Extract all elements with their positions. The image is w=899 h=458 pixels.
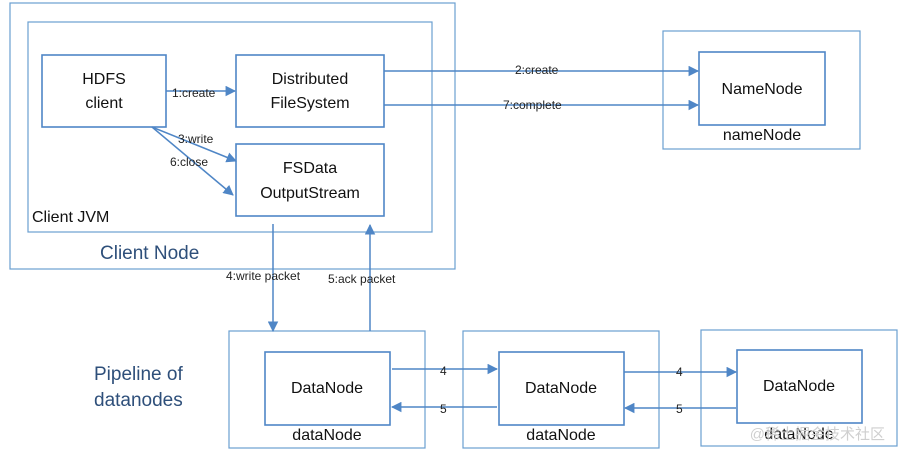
fsdata-outputstream-label-line1: FSData: [283, 160, 337, 177]
client-jvm-label: Client JVM: [32, 209, 109, 226]
datanode-box-3: [736, 349, 863, 424]
edge-pipe-ack-2-label: 5: [676, 402, 683, 416]
pipeline-title-line2: datanodes: [94, 390, 183, 411]
edge-write-packet-label: 4:write packet: [226, 269, 301, 283]
edge-complete-label: 7:complete: [503, 98, 562, 112]
edge-close: [151, 126, 234, 196]
datanode-host-label-3: dataNode: [764, 426, 833, 443]
datanode-host-label-1: dataNode: [292, 427, 361, 444]
datanode-host-label-2: dataNode: [526, 427, 595, 444]
distributed-filesystem-label-line1: Distributed: [272, 71, 348, 88]
edge-create-local-label: 1:create: [172, 86, 216, 100]
namenode-host-label: nameNode: [723, 127, 801, 144]
hdfs-client-box: [41, 54, 167, 128]
distributed-filesystem-label-line2: FileSystem: [270, 95, 349, 112]
edge-pipe-write-2-label: 4: [676, 365, 683, 379]
datanode-box-2: [498, 351, 625, 426]
edge-close-label: 6:close: [170, 155, 208, 169]
edge-create-remote-label: 2:create: [515, 63, 559, 77]
hdfs-client-label-line1: HDFS: [82, 71, 126, 88]
datanode-box-1: [264, 351, 391, 426]
namenode-label: NameNode: [722, 81, 803, 98]
namenode-box: [698, 51, 826, 126]
watermark-text: @稀土掘金技术社区: [750, 426, 885, 443]
fsdata-outputstream-box: [235, 143, 385, 217]
pipeline-title-line1: Pipeline of: [94, 364, 183, 385]
distributed-filesystem-box: [235, 54, 385, 128]
datanode-label-3: DataNode: [763, 378, 835, 395]
edge-pipe-ack-1-label: 5: [440, 402, 447, 416]
hdfs-client-label-line2: client: [85, 95, 123, 112]
client-node-title: Client Node: [100, 243, 199, 264]
edge-write-label: 3:write: [178, 132, 214, 146]
datanode-label-2: DataNode: [525, 380, 597, 397]
edge-ack-packet-label: 5:ack packet: [328, 272, 396, 286]
fsdata-outputstream-label-line2: OutputStream: [260, 185, 360, 202]
edge-pipe-write-1-label: 4: [440, 364, 447, 378]
edge-write: [151, 126, 237, 163]
datanode-label-1: DataNode: [291, 380, 363, 397]
